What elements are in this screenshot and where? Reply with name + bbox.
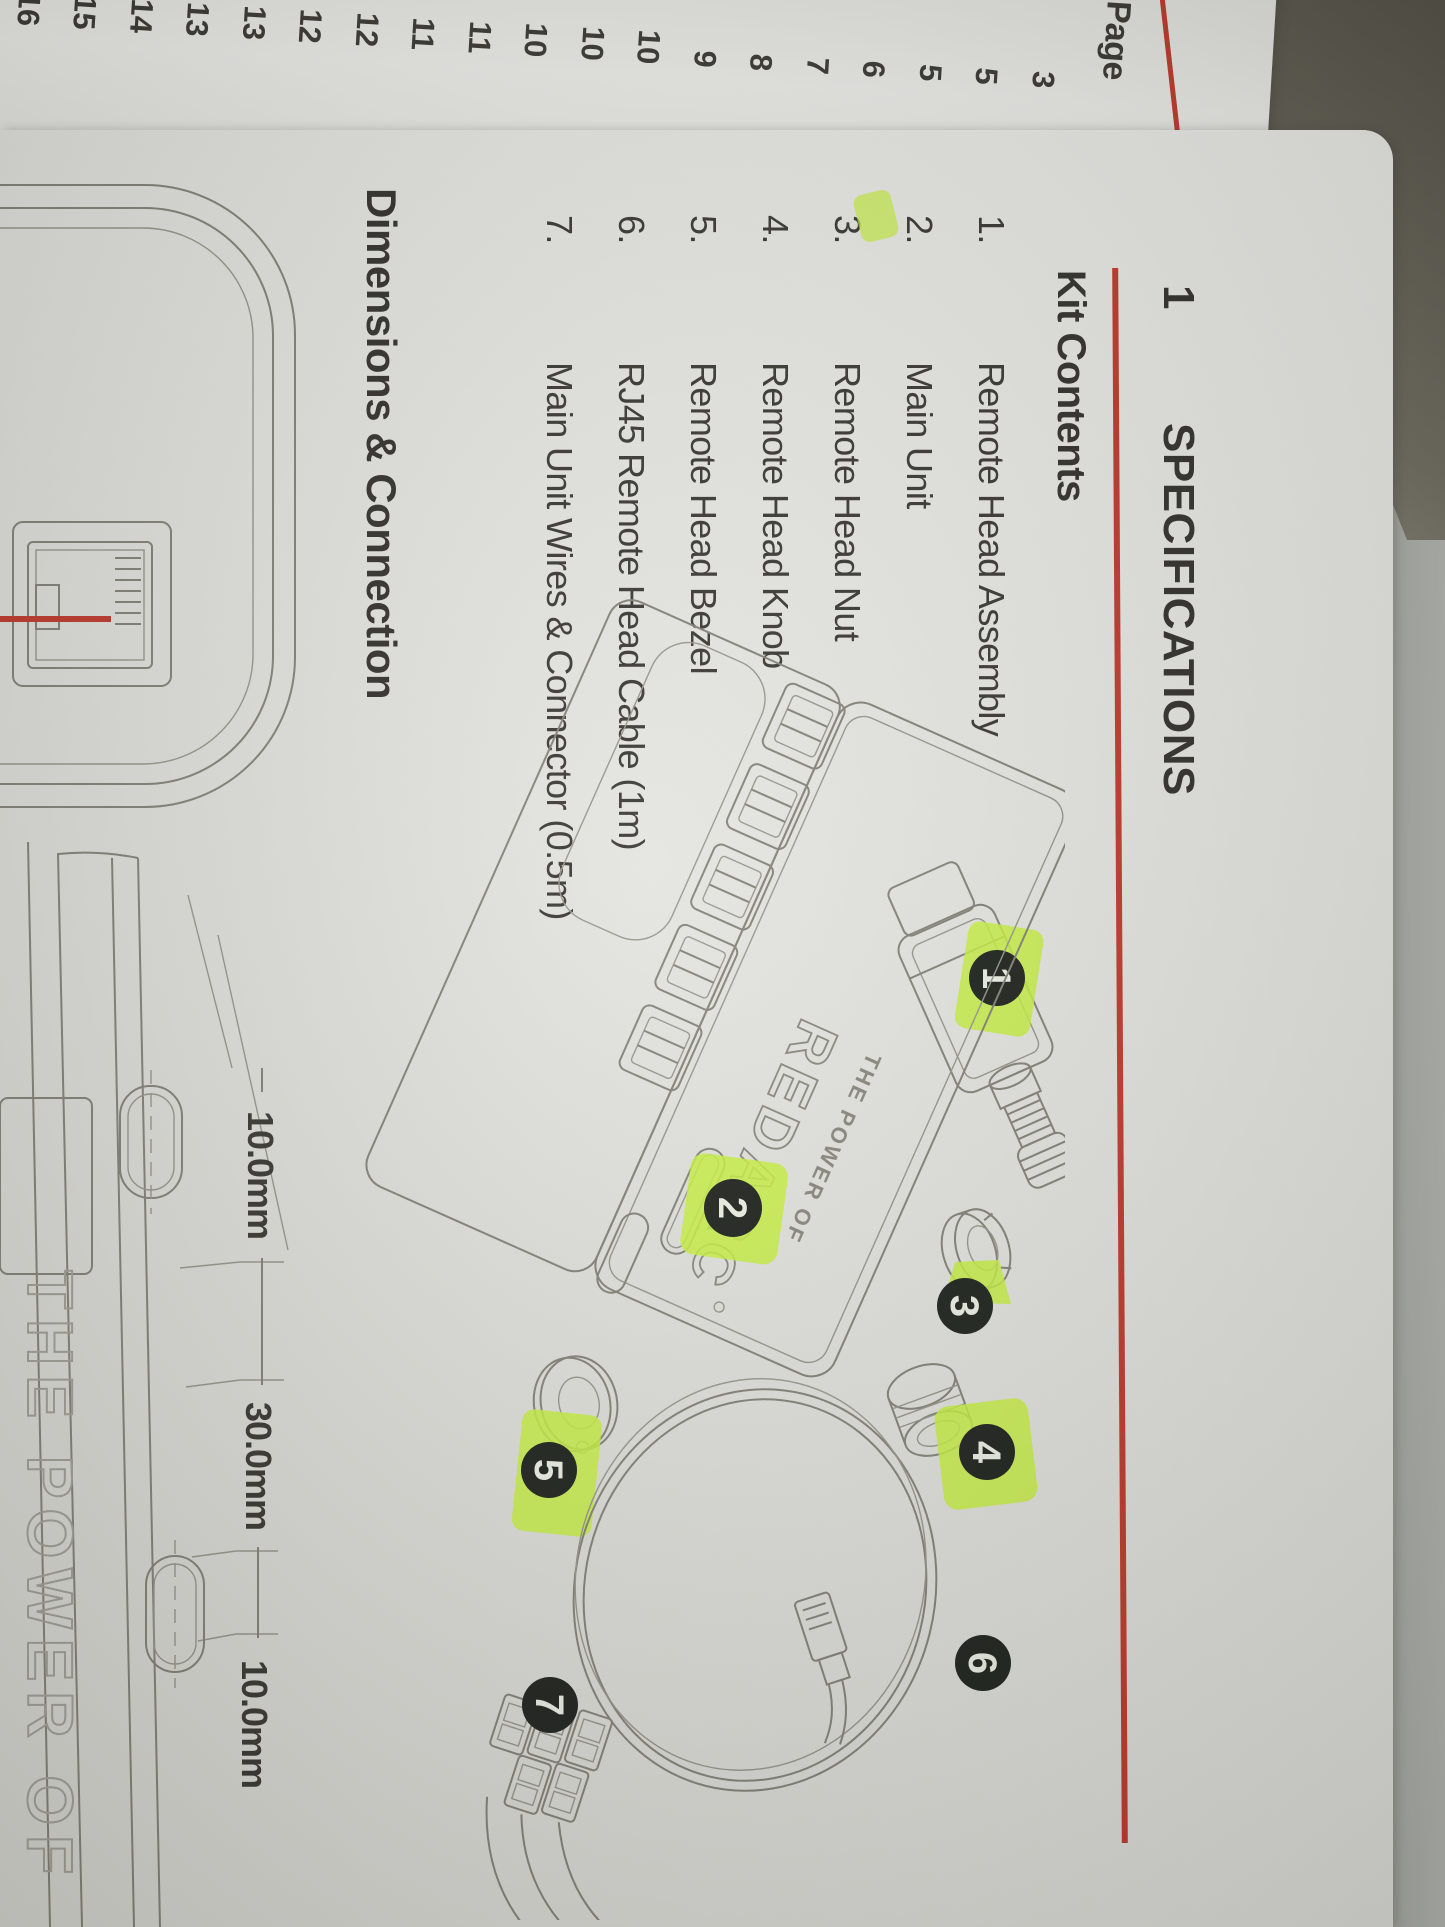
exploded-kit-diagram: 1 THE POWER OF REDARC [365, 599, 1065, 1920]
kit-item-number: 5. [673, 215, 733, 285]
callout-5-badge: 5 [521, 1442, 577, 1498]
embossed-logo-text: THE POWER OF [14, 1270, 86, 1884]
toc-page-label: Page [1095, 0, 1138, 82]
dimension-label-3: 10.0mm [234, 1660, 275, 1788]
knob-drawing [886, 1363, 974, 1457]
toc-number: 8 [743, 52, 780, 73]
toc-number: 3 [1025, 70, 1062, 90]
kit-item-number: 1. [961, 215, 1021, 285]
toc-number: 11 [405, 16, 442, 52]
dimensions-heading: Dimensions & Connection [358, 188, 405, 700]
toc-number: 15 [66, 0, 104, 31]
toc-number: 7 [799, 56, 836, 76]
toc-number: 16 [10, 0, 48, 28]
toc-number: 13 [179, 1, 217, 38]
toc-number: 13 [235, 4, 273, 42]
toc-number: 6 [856, 59, 893, 80]
svg-text:2: 2 [710, 1197, 754, 1219]
callout-7-badge: 7 [522, 1677, 578, 1733]
rear-view-drawing [0, 184, 296, 808]
dimension-drawing: 10.0mm 30.0mm 10.0mm THE POWER OF [0, 841, 289, 1927]
toc-number: 9 [687, 49, 724, 69]
kit-item-label: Main Unit [899, 362, 940, 509]
toc-number: 10 [630, 28, 668, 66]
callout-6-badge: 6 [955, 1635, 1011, 1691]
toc-number: 14 [123, 0, 161, 35]
svg-text:7: 7 [527, 1694, 571, 1716]
svg-text:4: 4 [964, 1441, 1008, 1464]
kit-contents-heading: Kit Contents [1049, 270, 1093, 502]
manual-page: 1 SPECIFICATIONS Kit Contents 1. Remote … [0, 130, 1393, 1927]
toc-number: 11 [461, 20, 499, 55]
kit-item-number: 6. [611, 215, 652, 244]
callout-3-badge: 3 [937, 1278, 993, 1334]
wires-connector-drawing [485, 1693, 617, 1920]
section-title: SPECIFICATIONS [1154, 423, 1203, 796]
kit-item-number: 4. [745, 215, 805, 285]
svg-text:3: 3 [942, 1295, 986, 1317]
header-red-rule [1112, 267, 1128, 1844]
toc-number: 12 [348, 11, 386, 49]
svg-text:6: 6 [960, 1652, 1004, 1674]
callout-2-badge: 2 [704, 1179, 762, 1237]
dimension-label-2: 30.0mm [238, 1402, 279, 1530]
section-number: 1 [1154, 285, 1203, 310]
dimension-label-1: 10.0mm [240, 1111, 281, 1239]
toc-number: 5 [912, 63, 949, 83]
cable-drawing [572, 1378, 938, 1792]
toc-number: 10 [517, 21, 555, 59]
kit-item-number: 7. [539, 215, 580, 244]
connector-sockets-drawing [618, 682, 846, 1092]
svg-text:1: 1 [974, 967, 1018, 989]
callout-4-badge: 4 [959, 1424, 1015, 1480]
svg-text:5: 5 [526, 1459, 570, 1481]
toc-number: 5 [968, 66, 1005, 86]
toc-number: 12 [292, 8, 330, 45]
rj45-jack-drawing [12, 521, 172, 687]
toc-number: 10 [574, 25, 612, 62]
